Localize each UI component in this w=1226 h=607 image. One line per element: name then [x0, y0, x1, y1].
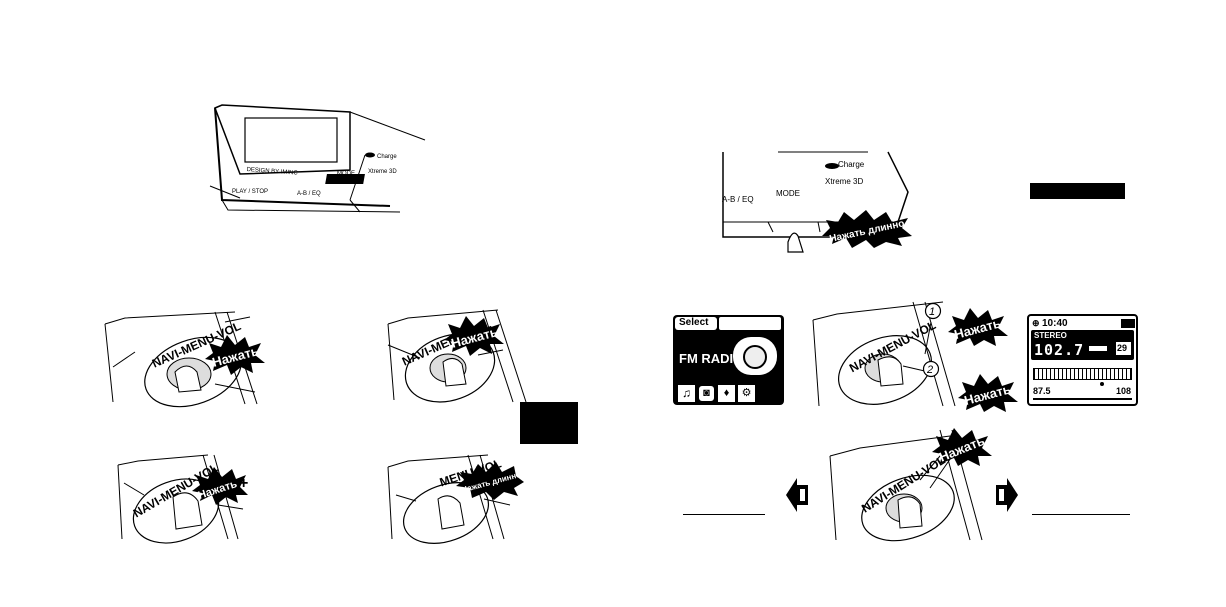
- underline-right: [1032, 514, 1130, 515]
- press-burst-6: Нажать: [932, 428, 992, 466]
- range-max-label: 108: [1116, 386, 1132, 396]
- arrow-right-icon: [996, 478, 1018, 512]
- tuner-scale: [1033, 368, 1132, 380]
- press-burst-1: Нажать: [205, 335, 265, 375]
- press-burst-5-bottom: Нажать: [958, 374, 1018, 412]
- tuner-position-marker: [1100, 382, 1105, 386]
- section-header-bar: [1030, 183, 1125, 199]
- arrow-left-icon: [786, 478, 808, 512]
- settings-icon: ⚙: [738, 385, 755, 402]
- ab-eq-label-right: A-B / EQ: [722, 195, 754, 204]
- fm-radio-title: FM RADIO: [679, 351, 744, 366]
- long-press-burst-right: Нажать длинно: [822, 210, 912, 248]
- voice-icon: ♦: [718, 385, 735, 402]
- press-burst-5-top: Нажать: [948, 308, 1008, 346]
- radio-lcd-screen: ⊕ 10:40 STEREO 102.7 29 87.5 108: [1027, 314, 1138, 406]
- long-press-burst-4: Нажать длинно: [456, 462, 524, 500]
- device-illustration-left: [209, 104, 426, 213]
- select-tab: Select: [675, 317, 717, 330]
- select-label: Select: [679, 317, 709, 328]
- dial-illustration-6: [829, 429, 983, 542]
- music-note-icon: ♫: [678, 385, 695, 402]
- radio-icon-small: ◙: [698, 385, 715, 402]
- xtreme-label-right: Xtreme 3D: [825, 177, 863, 186]
- press-burst-3: Нажать: [192, 467, 248, 505]
- svg-text:1: 1: [929, 306, 935, 318]
- dial-illustration-4: [387, 454, 511, 544]
- battery-icon: [1121, 319, 1135, 328]
- step-2-marker: 2: [922, 360, 940, 378]
- signal-icon: [1089, 346, 1107, 351]
- step-1-marker: 1: [924, 302, 942, 320]
- time-display: 10:40: [1042, 318, 1068, 329]
- underline-left: [683, 514, 765, 515]
- mode-label: MODE: [337, 171, 355, 177]
- fm-radio-screen: Select FM RADIO ♫ ◙ ♦ ⚙: [673, 315, 784, 405]
- stereo-label: STEREO: [1034, 331, 1067, 340]
- plus-sign: +: [239, 475, 248, 492]
- press-burst-2: Нажать: [444, 316, 504, 356]
- dial-illustration-1: [104, 311, 258, 408]
- page-tab-marker: [520, 402, 578, 444]
- clock-icon: ⊕: [1032, 318, 1040, 328]
- svg-text:2: 2: [926, 364, 933, 376]
- play-stop-label: PLAY / STOP: [232, 189, 268, 195]
- dial-illustration-5: [812, 301, 956, 407]
- frequency-display: 102.7: [1034, 341, 1085, 359]
- range-min-label: 87.5: [1033, 386, 1051, 396]
- ab-eq-label: A-B / EQ: [297, 191, 321, 197]
- xtreme-label: Xtreme 3D: [368, 169, 397, 175]
- preset-number: 29: [1117, 343, 1128, 353]
- mode-label-right: MODE: [776, 189, 800, 198]
- design-label: DESIGN BY IMINC: [246, 167, 298, 177]
- charge-label: Charge: [377, 154, 397, 160]
- charge-label-right: Charge: [838, 160, 865, 169]
